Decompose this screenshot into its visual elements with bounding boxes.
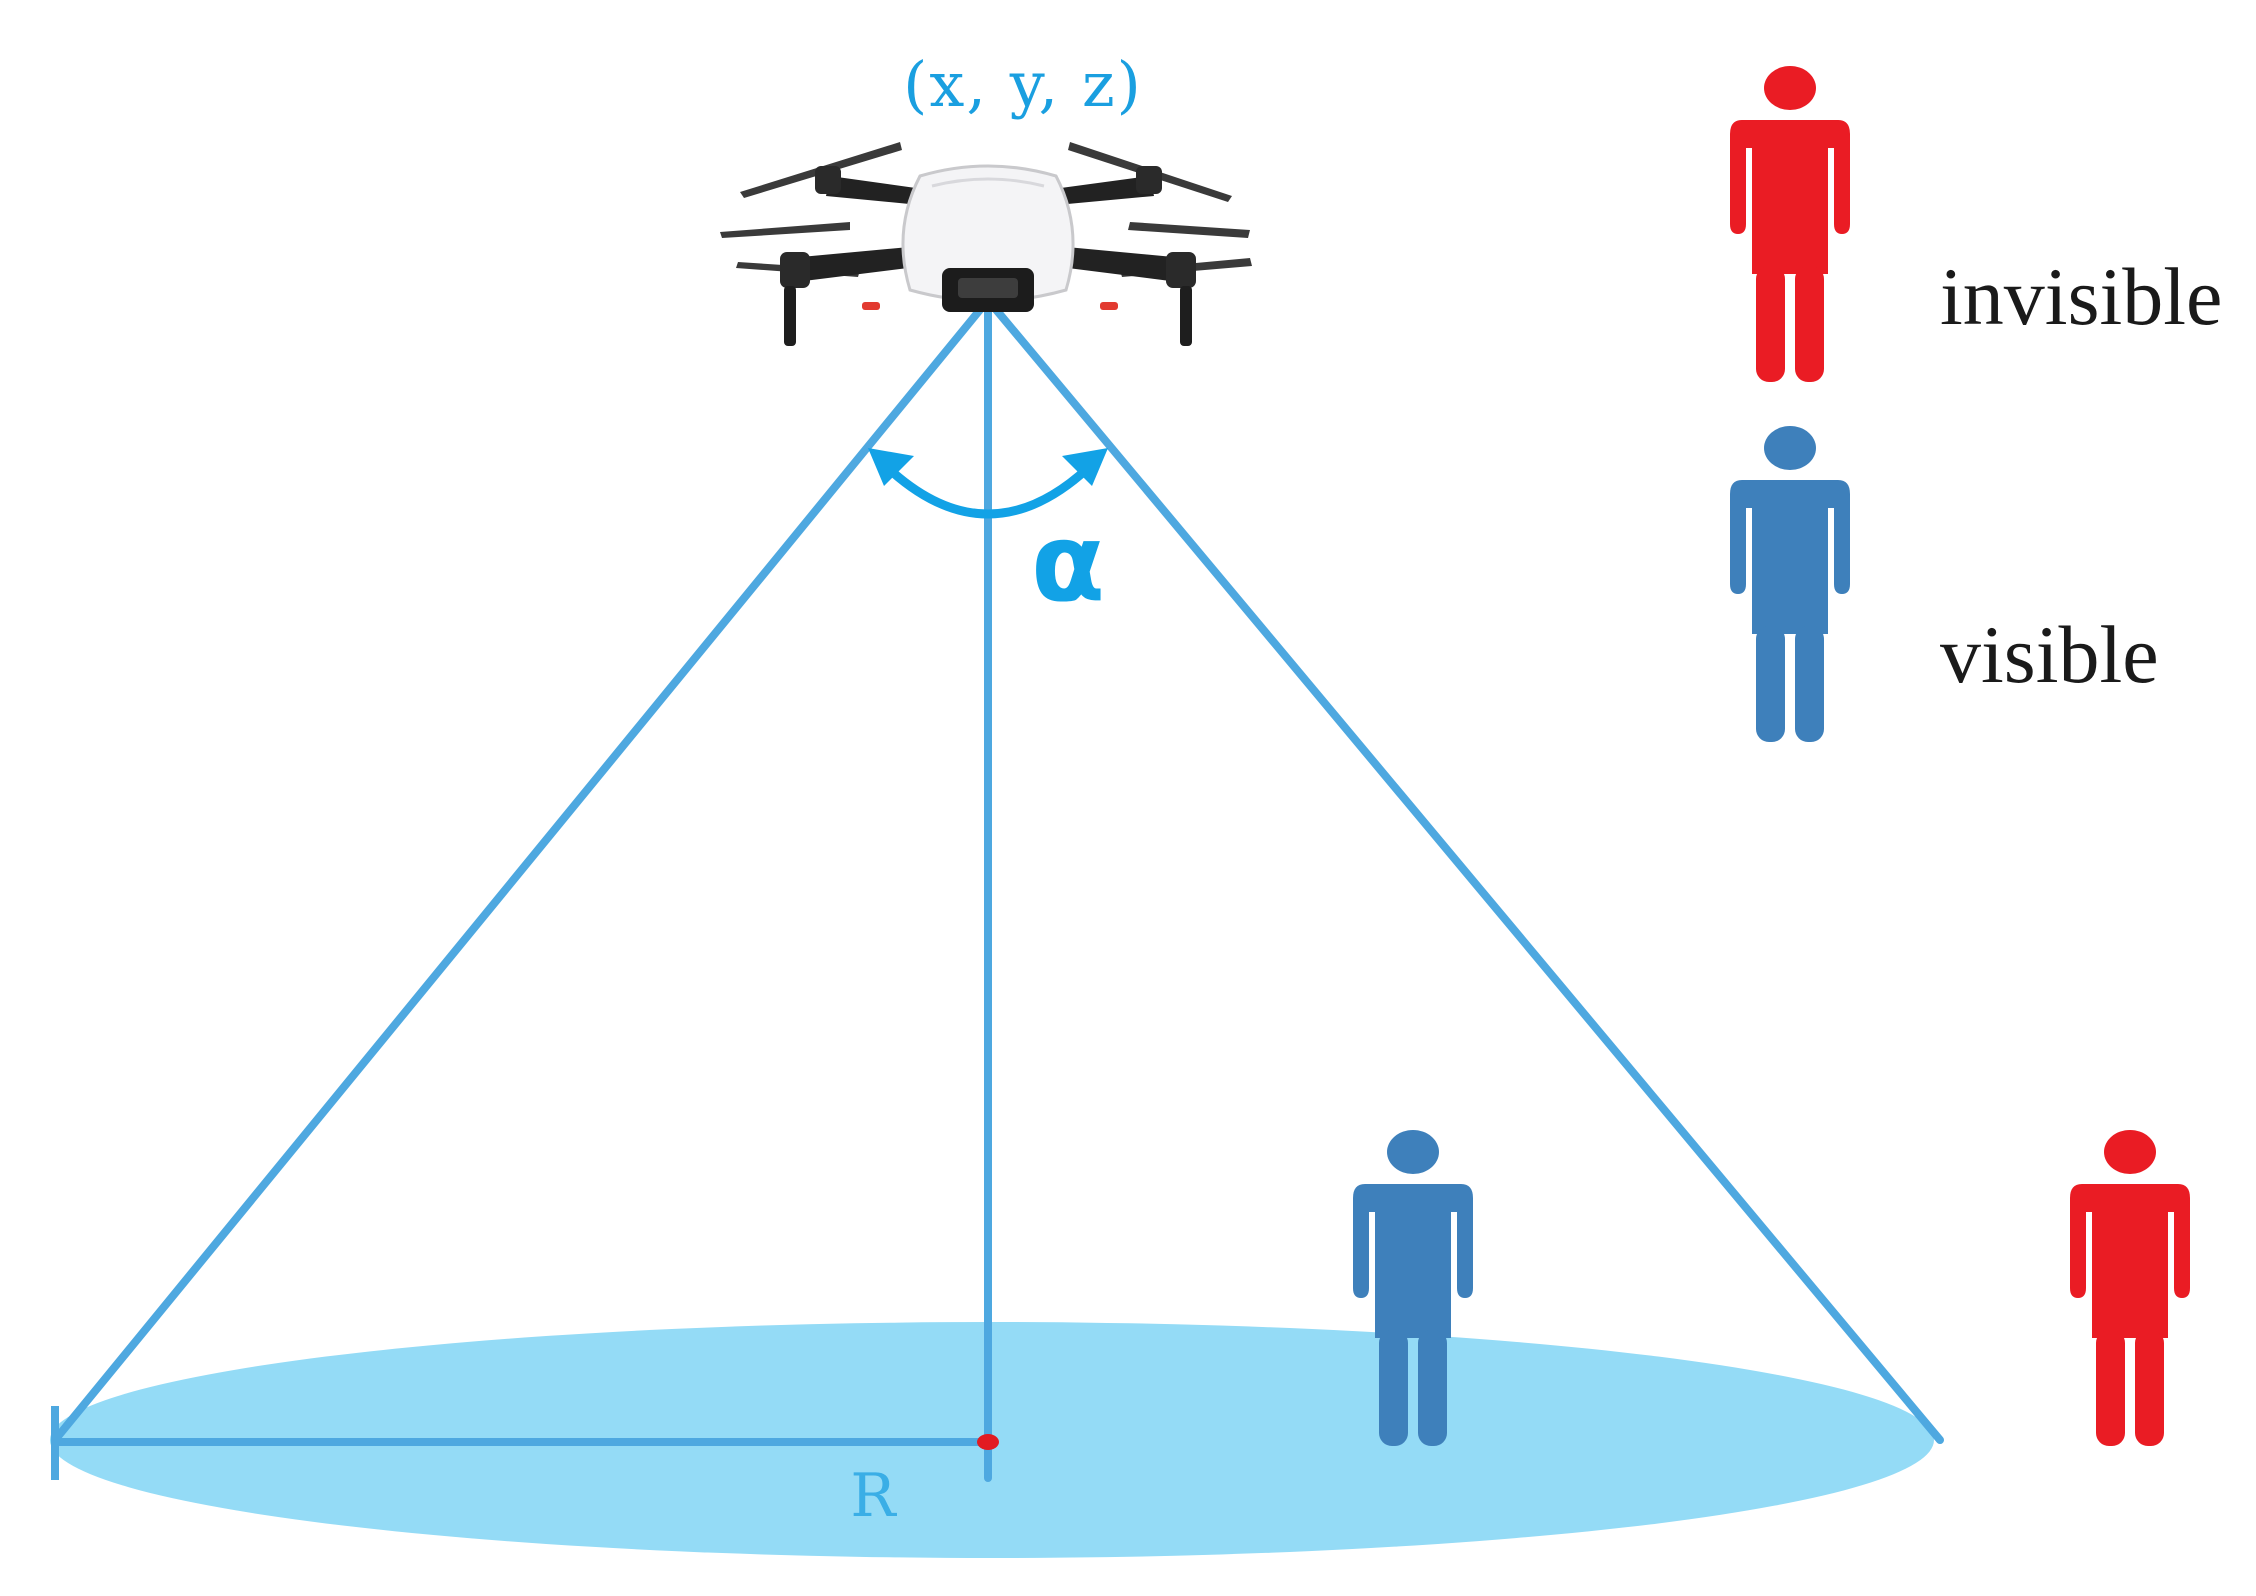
angle-arc: [868, 448, 1108, 519]
drone-icon: [720, 142, 1252, 346]
arc-arrowhead-right: [1062, 448, 1108, 486]
fov-angle-label: α: [1031, 501, 1105, 626]
center-point: [977, 1434, 999, 1450]
person-invisible-outside-area: [2070, 1130, 2190, 1446]
radius-line: [51, 1406, 988, 1480]
arc-arrowhead-left: [868, 448, 914, 486]
legend-icon-visible: [1730, 426, 1850, 742]
legend-label-visible: visible: [1940, 609, 2159, 700]
legend: invisible visible: [1730, 66, 2222, 742]
fov-cone: [51, 296, 1944, 1482]
radius-label: R: [850, 1461, 897, 1531]
legend-icon-invisible: [1730, 66, 1850, 382]
cone-left-edge: [51, 296, 992, 1444]
drone-position-label: (x, y, z): [903, 48, 1143, 121]
legend-label-invisible: invisible: [1940, 251, 2222, 342]
cone-right-edge: [984, 296, 1944, 1444]
